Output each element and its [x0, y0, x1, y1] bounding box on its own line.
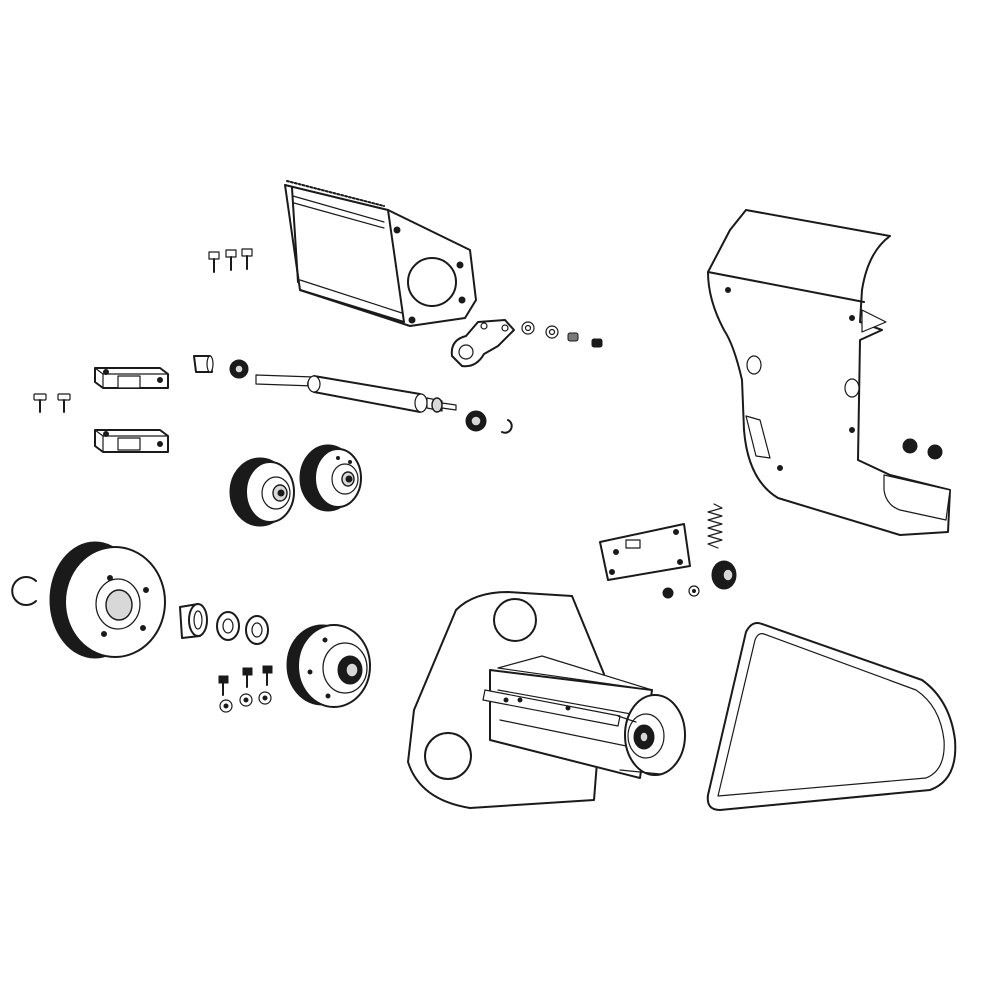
e-clip — [11, 576, 37, 606]
guide-block-screw — [33, 393, 71, 413]
flat-washer — [216, 611, 269, 645]
roller-shaft — [255, 374, 457, 413]
small-washer — [521, 321, 603, 348]
tensioner-bearing — [662, 560, 737, 599]
cover-nut — [902, 438, 943, 460]
drive-belt — [706, 622, 957, 811]
guide-block — [94, 367, 169, 389]
top-mounting-bracket — [284, 180, 477, 327]
guide-block — [94, 429, 169, 453]
drive-pulley — [299, 444, 362, 512]
retaining-clip — [501, 419, 513, 434]
curved-cover-plate — [707, 209, 951, 536]
spacer-bushing — [179, 603, 208, 639]
cap-screw — [218, 665, 273, 696]
cam-link-plate — [450, 319, 515, 368]
tension-spring — [707, 503, 723, 549]
shaft-bushing — [193, 355, 214, 373]
flange-hub — [286, 624, 371, 708]
lock-washer — [219, 691, 272, 713]
drive-pulley — [229, 457, 295, 527]
tensioner-plate — [599, 523, 691, 581]
large-pulley — [49, 541, 166, 659]
bracket-screw — [208, 248, 253, 273]
idler-roller-assembly — [482, 655, 686, 779]
shaft-bearing — [229, 359, 487, 432]
